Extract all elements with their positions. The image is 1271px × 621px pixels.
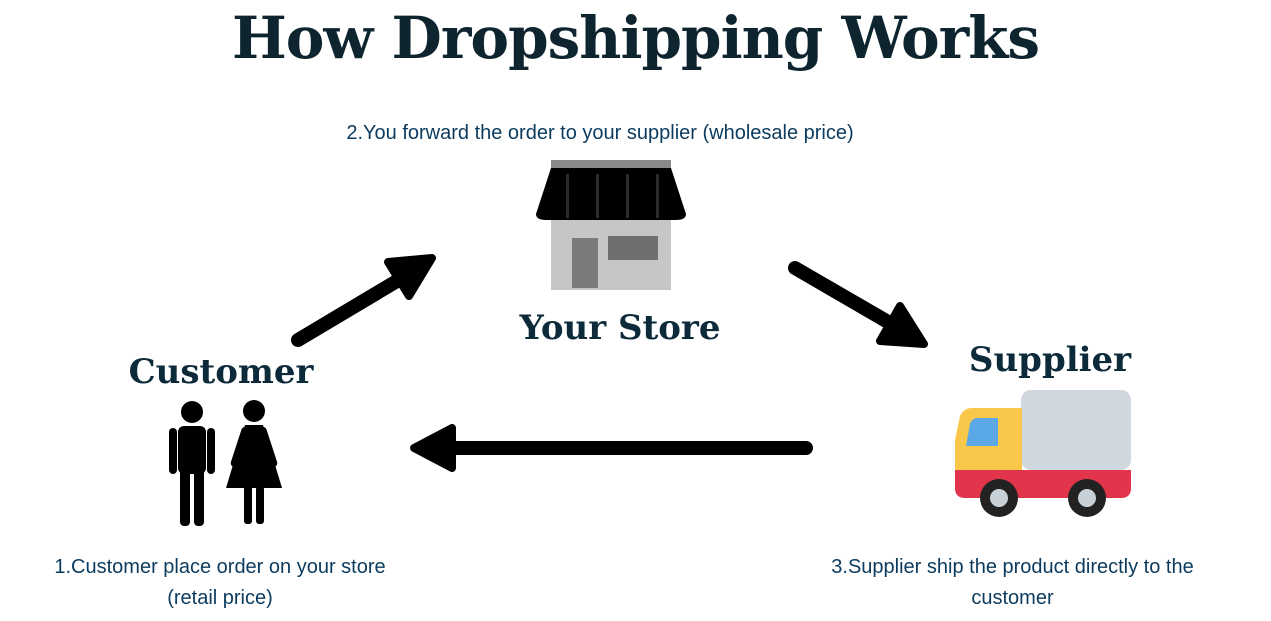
step-3-line-2: customer — [971, 587, 1054, 609]
step-1-text: 1.Customer place order on your store (re… — [20, 552, 420, 614]
store-icon — [536, 160, 686, 290]
arrow-supplier-to-customer — [410, 424, 813, 472]
people-icon — [169, 400, 282, 526]
step-3-text: 3.Supplier ship the product directly to … — [790, 552, 1235, 614]
arrow-customer-to-store — [291, 254, 436, 347]
step-1-line-1: 1.Customer place order on your store — [54, 556, 386, 578]
supplier-label: Supplier — [968, 340, 1132, 380]
step-2-text: 2.You forward the order to your supplier… — [346, 122, 854, 144]
customer-label: Customer — [128, 352, 314, 392]
step-3-line-1: 3.Supplier ship the product directly to … — [831, 556, 1194, 578]
page-title: How Dropshipping Works — [231, 4, 1040, 72]
arrow-store-to-supplier — [788, 261, 928, 348]
step-1-line-2: (retail price) — [167, 587, 273, 609]
store-label: Your Store — [519, 308, 721, 348]
delivery-truck-icon — [955, 390, 1131, 517]
